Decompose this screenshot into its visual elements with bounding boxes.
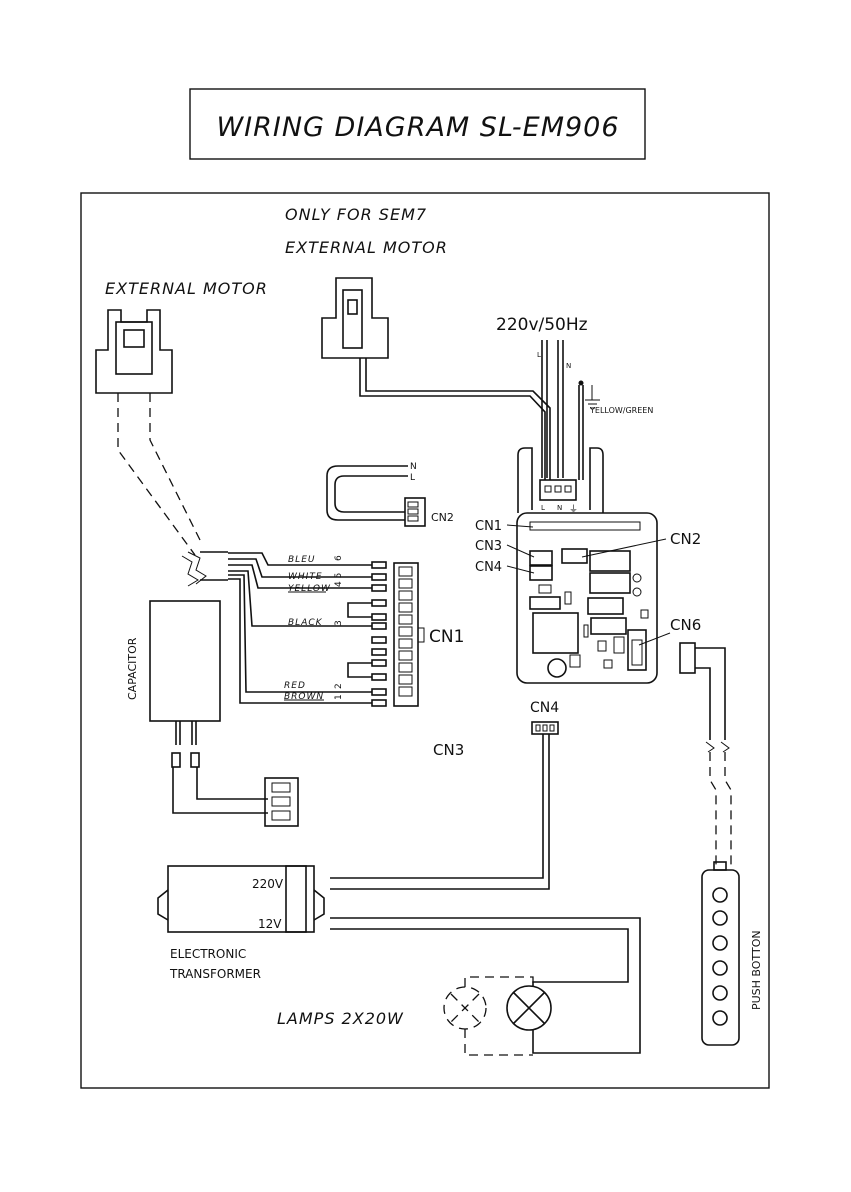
power-supply-label: 220v/50Hz — [496, 315, 588, 335]
lamps: LAMPS 2X20W — [277, 977, 551, 1055]
transformer-12v-label: 12V — [258, 917, 282, 931]
push-button-panel: CN6 PUSH BOTTON — [639, 616, 763, 1045]
push-button-1[interactable] — [713, 888, 727, 902]
cn3-lower-label: CN3 — [433, 741, 464, 759]
cn1-terminal-block: BLEU WHITE YELLOW BLACK RED BROWN 6 4 5 … — [182, 552, 464, 706]
cn2-connector: N L CN2 — [327, 462, 454, 526]
pin-3-label: 3 — [334, 620, 344, 626]
push-button-6[interactable] — [713, 1011, 727, 1025]
sem7-motor-connector — [322, 278, 550, 480]
board-callouts: CN1 CN3 CN4 CN2 — [475, 519, 701, 575]
terminal-l-label: L — [541, 504, 545, 512]
cn3-board-label: CN3 — [475, 539, 502, 554]
external-motor-left-label: EXTERNAL MOTOR — [105, 279, 268, 298]
push-button-4[interactable] — [713, 961, 727, 975]
cn1-board-label: CN1 — [475, 519, 502, 534]
cn4-board-label: CN4 — [475, 560, 502, 575]
wire-color-white: WHITE — [288, 572, 323, 582]
transformer-name-line2: TRANSFORMER — [169, 967, 261, 981]
capacitor: CAPACITOR — [126, 601, 298, 826]
pin-4-5-label: 4 5 — [334, 573, 344, 587]
terminal-n-label: N — [557, 504, 562, 512]
pin-2-label: 2 — [334, 683, 344, 689]
only-for-label: ONLY FOR SEM7 — [285, 205, 427, 224]
wire-color-red: RED — [284, 681, 306, 691]
cn4-lamp-connector: CN4 CN3 — [330, 700, 559, 889]
cn2-l-label: L — [410, 473, 415, 483]
external-motor-top-label: EXTERNAL MOTOR — [285, 238, 448, 257]
pin-1-label: 1 — [334, 694, 344, 700]
earth-symbol — [585, 385, 600, 408]
earth-color-label: YELLOW/GREEN — [589, 406, 653, 415]
pin-6-label: 6 — [334, 555, 344, 561]
capacitor-label: CAPACITOR — [126, 637, 139, 700]
push-button-3[interactable] — [713, 936, 727, 950]
mains-l-label: L — [537, 351, 541, 359]
wire-color-bleu: BLEU — [288, 555, 315, 565]
mains-n-label: N — [566, 362, 571, 370]
push-button-2[interactable] — [713, 911, 727, 925]
mains-input: L N YELLOW/GREEN — [537, 340, 653, 480]
transformer-220v-label: 220V — [252, 877, 284, 891]
cn2-n-label: N — [410, 462, 417, 472]
cn2-small-label: CN2 — [431, 511, 454, 524]
transformer-name-line1: ELECTRONIC — [170, 947, 246, 961]
cn4-lower-label: CN4 — [530, 700, 559, 716]
cn2-board-label: CN2 — [670, 530, 701, 548]
title-block: WIRING DIAGRAM SL-EM906 — [190, 89, 645, 159]
push-button-label: PUSH BOTTON — [750, 930, 763, 1010]
diagram-title: WIRING DIAGRAM SL-EM906 — [216, 112, 619, 143]
lamps-label: LAMPS 2X20W — [277, 1009, 404, 1028]
control-board: L N ⏚ — [517, 448, 657, 683]
cn1-big-label: CN1 — [429, 627, 464, 647]
external-motor-connector — [96, 310, 200, 555]
push-button-5[interactable] — [713, 986, 727, 1000]
cn6-label: CN6 — [670, 616, 701, 634]
wire-color-black: BLACK — [288, 618, 323, 628]
